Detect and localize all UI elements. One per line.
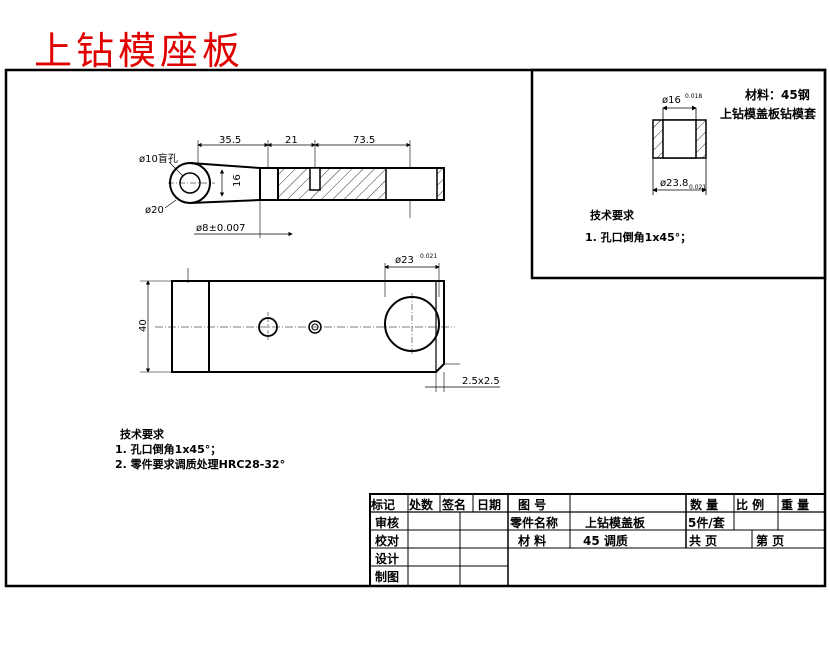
tb-h-sign: 签名 xyxy=(441,497,466,512)
dim-23-tol: 0.021 xyxy=(420,253,437,260)
dim-73-5: 73.5 xyxy=(353,135,375,146)
tb-h-quantity: 数 量 xyxy=(690,497,718,512)
dim-8: ø8±0.007 xyxy=(196,223,246,234)
dim-23: ø23 xyxy=(395,255,414,266)
tb-material-label: 材 料 xyxy=(517,533,546,548)
tb-part-label: 零件名称 xyxy=(509,515,558,530)
inset-tech-title: 技术要求 xyxy=(590,208,635,222)
notes-title: 技术要求 xyxy=(120,427,165,441)
tb-design: 设计 xyxy=(375,551,399,566)
dim-chamfer: 2.5x2.5 xyxy=(462,376,500,387)
inset-material: 材料：45钢 xyxy=(744,87,810,102)
tb-part-name: 上钻模盖板 xyxy=(585,515,646,530)
inset-tech-line1: 1. 孔口倒角1x45°； xyxy=(585,230,691,244)
tb-review: 审核 xyxy=(375,515,399,530)
technical-notes: 技术要求 1. 孔口倒角1x45°； 2. 零件要求调质处理HRC28-32° xyxy=(115,427,285,471)
dim-40: 40 xyxy=(138,319,149,332)
tb-h-count: 处数 xyxy=(408,497,434,512)
inset-dim-bottom: ø23.8 xyxy=(660,178,688,189)
inset-part-name: 上钻模盖板钻模套 xyxy=(720,106,817,121)
page-title: 上钻模座板 xyxy=(34,29,245,73)
dim-21: 21 xyxy=(285,135,298,146)
tb-h-date: 日期 xyxy=(477,497,501,512)
tb-h-drawing-no: 图 号 xyxy=(518,497,546,512)
tb-material-value: 45 调质 xyxy=(583,533,628,548)
notes-line1: 1. 孔口倒角1x45°； xyxy=(115,442,221,456)
top-view: 40 ø23 0.021 2.5x2.5 xyxy=(138,253,500,392)
notes-line2: 2. 零件要求调质处理HRC28-32° xyxy=(115,457,285,471)
tb-h-weight: 重 量 xyxy=(781,497,809,512)
dim-20: ø20 xyxy=(145,205,164,216)
title-block-text: 标记 处数 签名 日期 图 号 数 量 比 例 重 量 审核 校对 设计 制图 … xyxy=(370,497,809,584)
tb-check: 校对 xyxy=(375,533,399,548)
tb-h-scale: 比 例 xyxy=(736,497,764,512)
tb-total: 共 页 xyxy=(689,533,717,548)
front-section-view: 35.5 21 73.5 ø10盲孔 16 ø20 ø8±0.007 xyxy=(139,135,445,238)
inset-dim-top: ø16 xyxy=(662,95,681,106)
tb-h-mark: 标记 xyxy=(370,497,395,512)
dim-16: 16 xyxy=(232,174,243,187)
inset-dim-top-tol: 0.018 xyxy=(685,93,702,100)
tb-qty-value: 5件/套 xyxy=(688,515,726,530)
dim-35-5: 35.5 xyxy=(219,135,241,146)
inset-bushing-view: 材料：45钢 上钻模盖板钻模套 ø16 0.018 ø23.8 0.021 技术… xyxy=(530,68,827,280)
tb-draw: 制图 xyxy=(375,569,399,584)
dim-hole10: ø10盲孔 xyxy=(139,152,178,165)
title-block xyxy=(369,493,826,587)
inset-dim-bottom-tol: 0.021 xyxy=(689,184,706,191)
tb-page: 第 页 xyxy=(756,533,784,548)
